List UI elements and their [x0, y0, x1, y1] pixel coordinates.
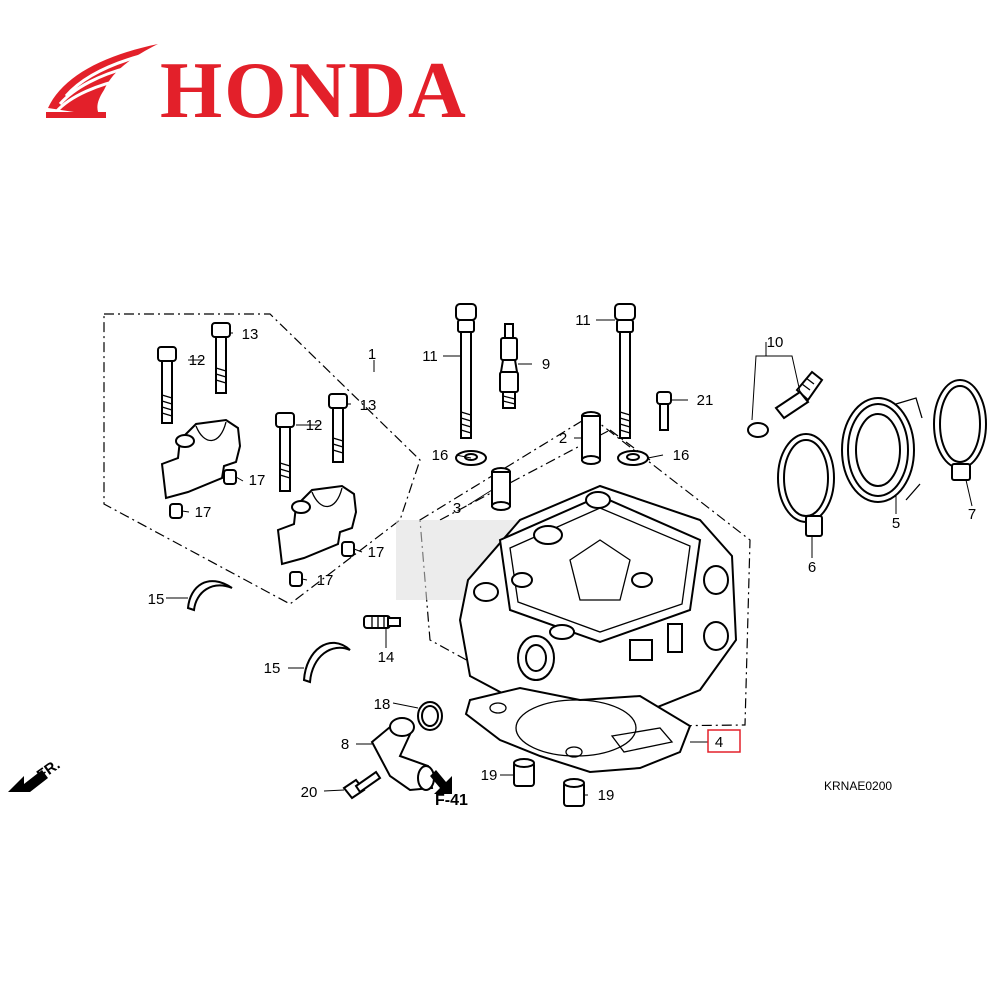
honda-wing-icon: [46, 44, 158, 118]
leader-lines: [166, 319, 973, 796]
clip-15-lower[interactable]: [302, 641, 351, 684]
front-direction-arrow-icon: [8, 770, 48, 792]
dowel-17-a[interactable]: [223, 469, 237, 485]
bolt-13-left[interactable]: [211, 322, 231, 394]
ref-label[interactable]: F-41: [435, 792, 468, 809]
callout-17-b[interactable]: 17: [195, 504, 212, 521]
callout-3[interactable]: 3: [453, 500, 461, 517]
callout-12-center[interactable]: 12: [306, 417, 323, 434]
camshaft-holder-boundary: [103, 313, 421, 605]
callout-15-upper[interactable]: 15: [148, 591, 165, 608]
callout-19-right[interactable]: 19: [598, 787, 615, 804]
callout-4[interactable]: 4: [715, 734, 723, 751]
callout-2[interactable]: 2: [559, 430, 567, 447]
callout-17-d[interactable]: 17: [317, 572, 334, 589]
callout-13-left[interactable]: 13: [242, 326, 259, 343]
clip-15-upper[interactable]: [186, 580, 233, 612]
callout-13-center[interactable]: 13: [360, 397, 377, 414]
dowel-17-b[interactable]: [169, 503, 183, 519]
callout-20[interactable]: 20: [301, 784, 318, 801]
callout-7[interactable]: 7: [968, 506, 976, 523]
clamp-6[interactable]: [777, 433, 835, 537]
clamp-7[interactable]: [933, 379, 987, 481]
sensor-10[interactable]: [747, 370, 824, 438]
callout-17-a[interactable]: 17: [249, 472, 266, 489]
head-gasket-4[interactable]: [464, 686, 692, 774]
bolt-12-left[interactable]: [157, 346, 177, 424]
valve-guide-2[interactable]: [581, 411, 601, 465]
callout-19-left[interactable]: 19: [481, 767, 498, 784]
spark-plug-9[interactable]: [499, 323, 519, 409]
bolt-12-center[interactable]: [275, 412, 295, 492]
callout-11-left[interactable]: 11: [422, 348, 438, 365]
dowel-19-left[interactable]: [513, 758, 535, 787]
cylinder-head-1[interactable]: [396, 484, 738, 726]
callout-9[interactable]: 9: [542, 356, 550, 373]
callout-17-c[interactable]: 17: [368, 544, 385, 561]
bolt-20[interactable]: [342, 770, 382, 800]
dowel-17-c[interactable]: [341, 541, 355, 557]
bolt-21[interactable]: [656, 391, 672, 431]
dowel-19-right[interactable]: [563, 778, 585, 807]
washer-16-right[interactable]: [617, 450, 649, 466]
callout-10[interactable]: 10: [767, 334, 784, 351]
callout-4-highlight[interactable]: 4: [707, 729, 741, 753]
callout-15-lower[interactable]: 15: [264, 660, 281, 677]
camshaft-holder-left[interactable]: [160, 418, 242, 500]
head-bolt-11-right[interactable]: [614, 303, 636, 439]
stud-14[interactable]: [363, 615, 401, 629]
callout-14[interactable]: 14: [378, 649, 395, 666]
callout-6[interactable]: 6: [808, 559, 816, 576]
dowel-17-d[interactable]: [289, 571, 303, 587]
callout-16-left[interactable]: 16: [432, 447, 449, 464]
camshaft-holder-center[interactable]: [276, 484, 358, 566]
head-bolt-11-left[interactable]: [455, 303, 477, 439]
callout-8[interactable]: 8: [341, 736, 349, 753]
intake-boot-5[interactable]: [841, 397, 923, 503]
callout-12-left[interactable]: 12: [189, 352, 206, 369]
o-ring-18[interactable]: [417, 701, 443, 731]
callout-21[interactable]: 21: [697, 392, 714, 409]
callout-11-right[interactable]: 11: [575, 312, 591, 329]
callout-18[interactable]: 18: [374, 696, 391, 713]
diagram-code: KRNAE0200: [824, 779, 892, 793]
bolt-13-center[interactable]: [328, 393, 348, 463]
valve-guide-3[interactable]: [491, 467, 511, 511]
water-joint-8[interactable]: [370, 717, 435, 792]
callout-5[interactable]: 5: [892, 515, 900, 532]
ref-arrow-icon: [430, 770, 452, 794]
callout-1[interactable]: 1: [368, 346, 376, 363]
cylinder-head-boundary: [419, 415, 751, 727]
callout-16-right[interactable]: 16: [673, 447, 690, 464]
brand-name: HONDA: [160, 47, 468, 135]
